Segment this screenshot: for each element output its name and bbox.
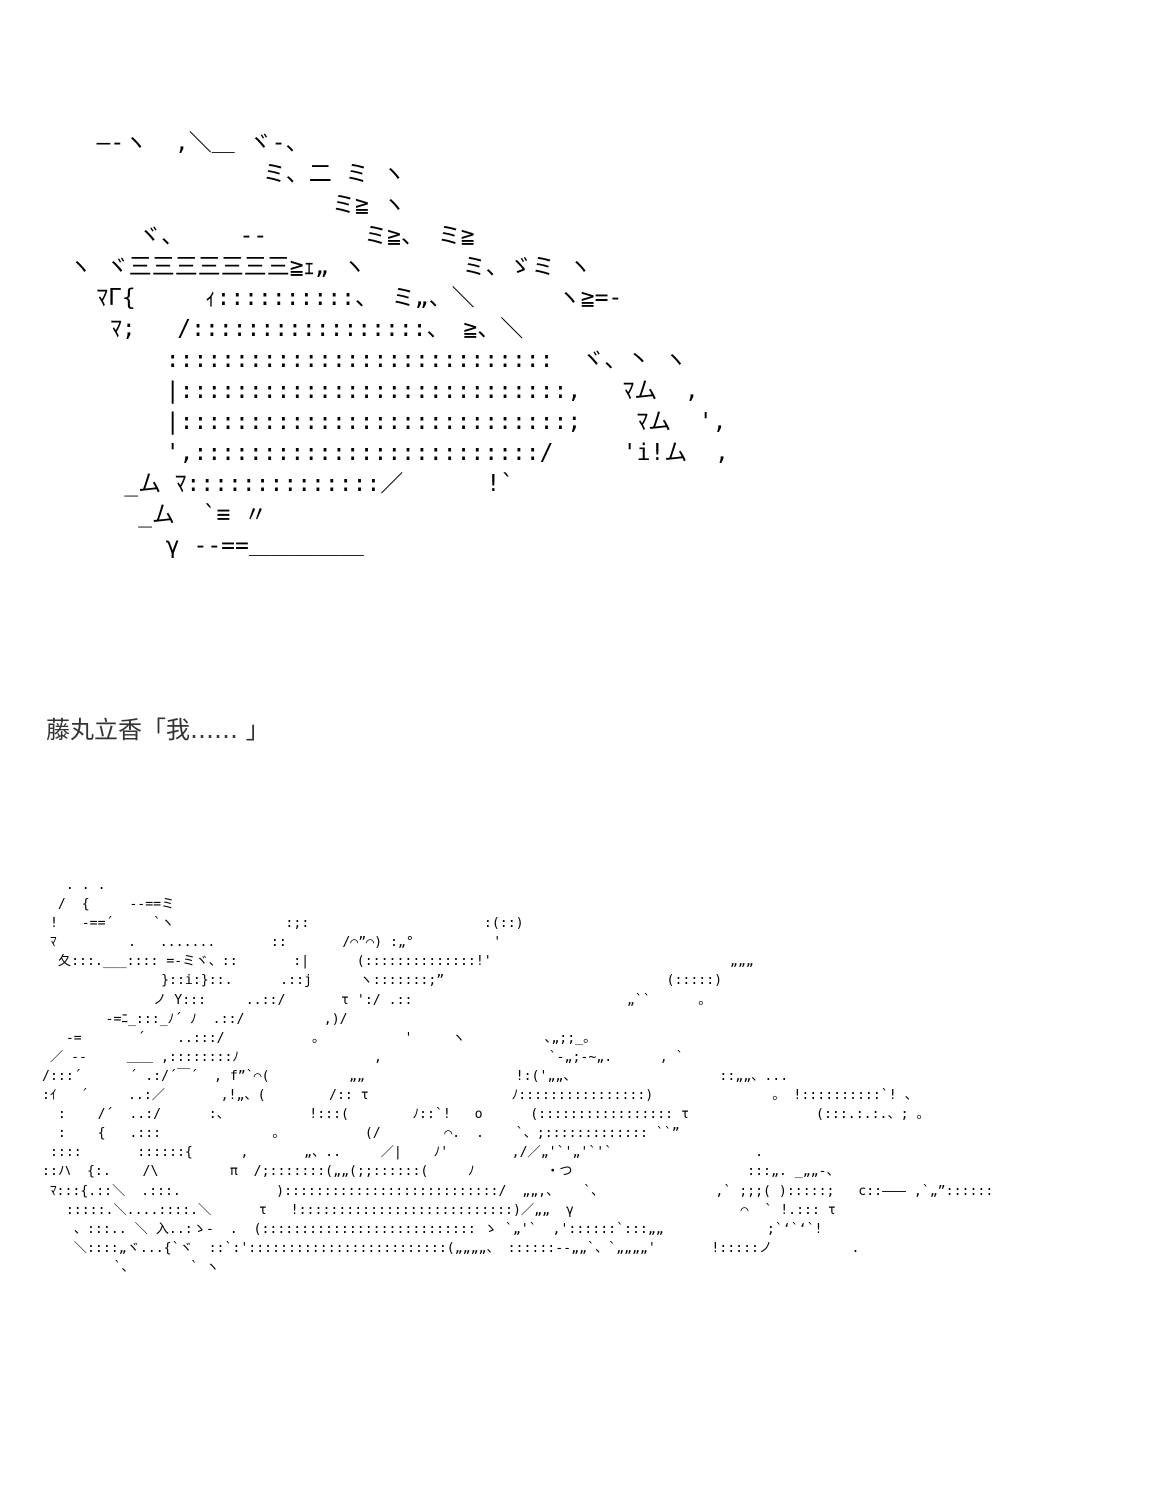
ascii-art-top-scene: —‐ヽ ,＼＿ ヾ-、 ミ、二 ミ ヽ ミ≧ ヽ ヾ、 ‐‐ ミ≧、 ミ≧ ヽ … bbox=[68, 130, 729, 559]
ascii-art-bottom-scene: . . . / { ‐‐==ミ ! ‐==´ `ヽ :;: :(::) ﾏ . … bbox=[42, 878, 994, 1275]
dialogue-line: 藤丸立香「我…… 」 bbox=[46, 716, 270, 744]
